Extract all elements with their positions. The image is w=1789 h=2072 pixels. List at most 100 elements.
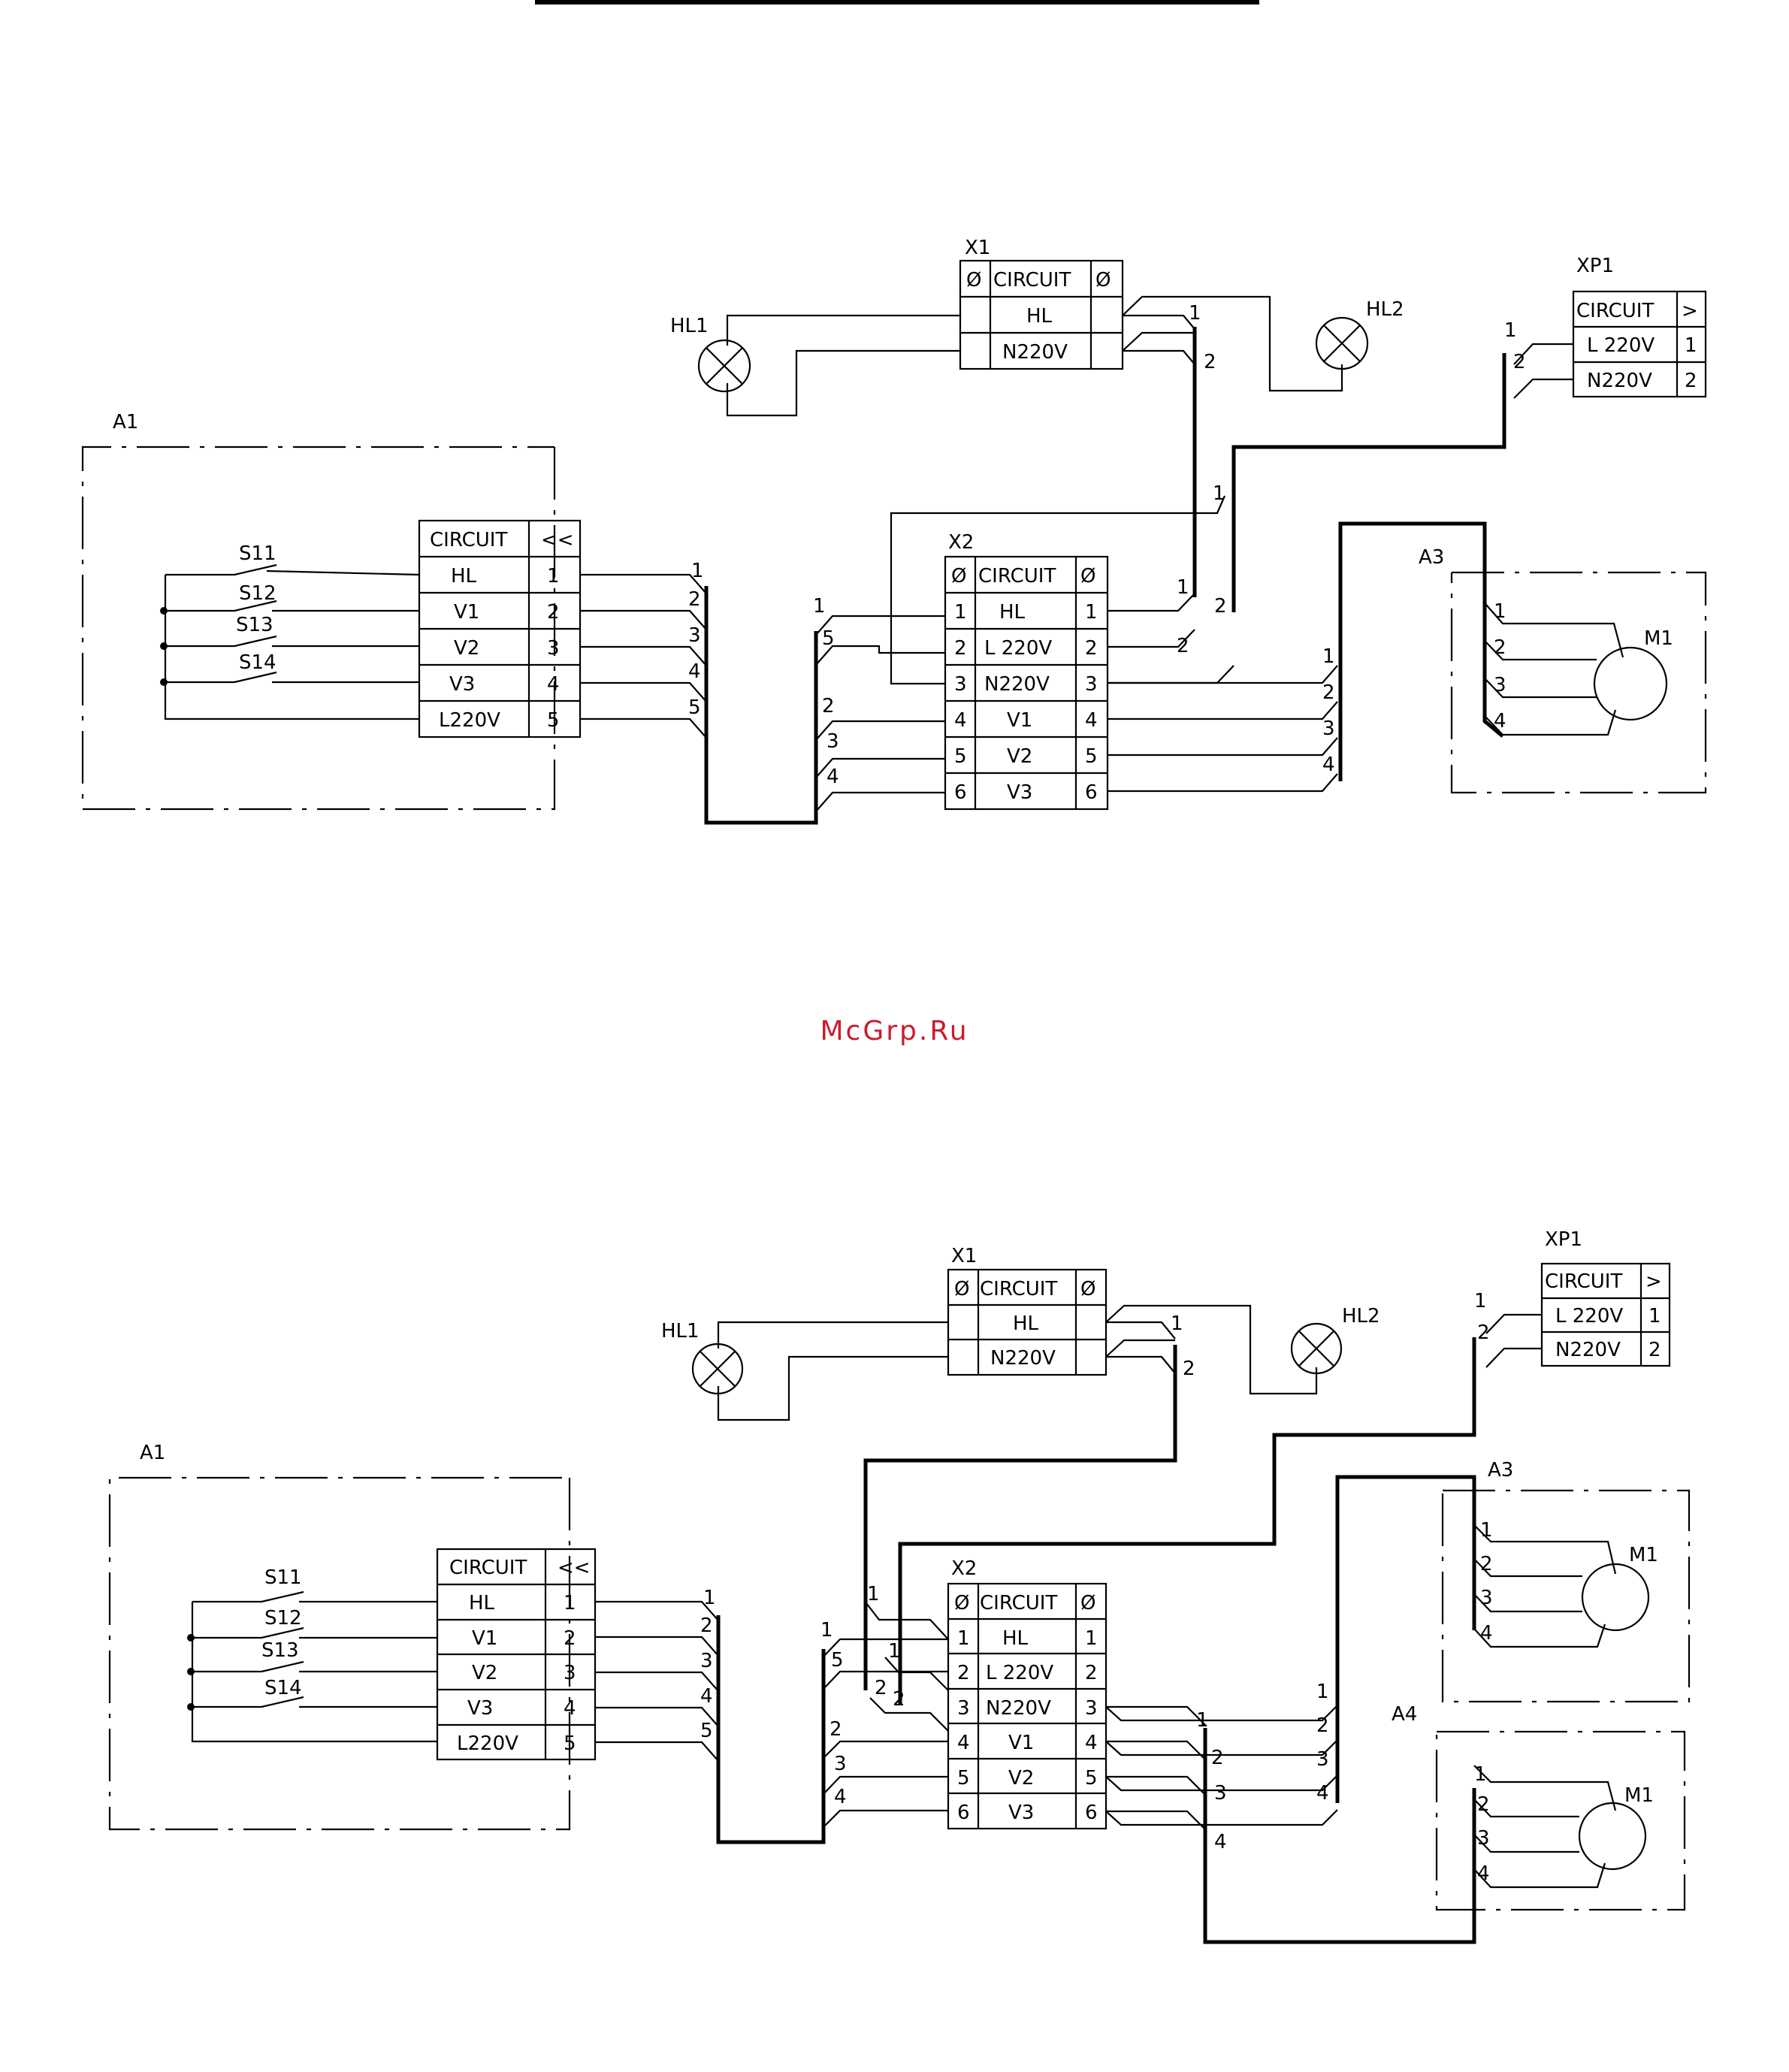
diagram-label: 3 [1494, 674, 1506, 696]
diagram-label: N220V [1555, 1339, 1621, 1361]
diagram-label: CIRCUIT [980, 1592, 1057, 1614]
wire-segment [1473, 1862, 1606, 1889]
diagram-label: 2 [1513, 351, 1526, 373]
diagram-label: M1 [1629, 1544, 1658, 1566]
diagram-label: V3 [467, 1697, 493, 1720]
wire-segment [691, 1343, 744, 1395]
diagram-label: 5 [1085, 1767, 1098, 1790]
s14-label: S14 [239, 651, 277, 674]
diagram-label: N220V [984, 673, 1050, 696]
diagram-label: 1 [1316, 1681, 1329, 1703]
diagram-label: HL [469, 1592, 495, 1614]
wire-segment [595, 1706, 719, 1727]
diagram-label: 3 [957, 1697, 970, 1720]
wire-segment [192, 1660, 437, 1673]
diagram-label: M1 [1624, 1784, 1654, 1807]
diagram-label: S11 [264, 1566, 302, 1589]
diagram-label: 5 [822, 627, 835, 650]
diagram-label: 5 [688, 696, 701, 719]
a1-row-2-name: V1 [454, 601, 479, 624]
diagram-label: V3 [1008, 1802, 1034, 1824]
a3-motor-block: A3 1 2 3 4 M1 [1419, 546, 1707, 794]
switch-group-2: S11 S12 S13 S14 [187, 1566, 437, 1743]
diagram-label: 4 [1085, 709, 1098, 732]
a1-row-4-pin: 4 [547, 673, 560, 696]
hl2-label: HL2 [1366, 298, 1404, 321]
wire-segment [595, 1741, 719, 1762]
wire-segment [1473, 1765, 1617, 1811]
diagram-label: << [558, 1557, 591, 1579]
wire-segment [1290, 1322, 1343, 1375]
wire-segment [191, 1602, 437, 1743]
a1-row-3-pin: 3 [547, 637, 560, 660]
wire-segment [1578, 1802, 1647, 1871]
diagram-label: N220V [1002, 341, 1068, 364]
m1-label: M1 [1644, 627, 1673, 650]
wire-segment [1473, 1558, 1582, 1578]
wire-segment [1105, 1739, 1338, 1756]
junction-dot [187, 1703, 195, 1711]
wire-segment [717, 1321, 948, 1349]
diagram-label: Ø [954, 1592, 969, 1614]
diagram-label: V2 [472, 1662, 497, 1684]
lamp-hl2-2: HL2 [1290, 1305, 1380, 1375]
diagram-label: CIRCUIT [449, 1557, 527, 1579]
diagram-label: 4 [688, 660, 701, 683]
x2-ground-left: Ø [951, 565, 966, 587]
diagram-label: 1 [691, 560, 704, 582]
diagram-label: 1 [1322, 645, 1335, 668]
wire-segment [1105, 1774, 1338, 1792]
x1-terminal-table: Ø CIRCUIT Ø HL N220V X1 [959, 237, 1124, 370]
bus-x2-a4-2 [1203, 1728, 1476, 1944]
diagram-label: 2 [1480, 1553, 1493, 1575]
wire-segment [192, 1696, 437, 1708]
wire-segment [1108, 773, 1338, 793]
wire-segment [1485, 604, 1624, 658]
diagram-label: N220V [1587, 370, 1652, 392]
wire-segment [1106, 1810, 1206, 1830]
diagram-label: X2 [951, 1557, 977, 1580]
x2-ground-right: Ø [1080, 565, 1095, 587]
diagram-label: XP1 [1545, 1228, 1582, 1251]
wire-segment [580, 609, 707, 630]
a1-header: CIRCUIT [430, 529, 507, 551]
wire-segment [165, 671, 419, 684]
diagram-label: 1 [888, 1640, 901, 1663]
diagram-label: 2 [822, 695, 835, 717]
diagram-label: 2 [1085, 637, 1098, 660]
diagram-label: 4 [957, 1732, 970, 1754]
wire-segment [815, 645, 945, 666]
junction-dot [160, 642, 168, 650]
diagram-label: 3 [564, 1662, 576, 1684]
wire-segment [1106, 1321, 1176, 1340]
diagram-label: 3 [834, 1753, 847, 1775]
diagram-label: 3 [827, 730, 839, 753]
diagram-label: 4 [1494, 710, 1506, 732]
diagram-label: V2 [1008, 1767, 1034, 1790]
wire-segment [165, 635, 419, 648]
x2-left-wires: 1 5 2 3 4 1 [813, 482, 1226, 812]
wire-segment [1106, 1705, 1206, 1726]
x1-terminal-table-2: Ø CIRCUIT Ø HL N220V X1 [947, 1245, 1108, 1376]
x1-header: CIRCUIT [993, 269, 1071, 291]
wire-segment [1122, 295, 1343, 392]
bus-x2-a3 [1338, 521, 1504, 781]
diagram-label: 2 [954, 637, 967, 660]
diagram-label: HL [1026, 305, 1053, 328]
a1-row-1-name: HL [451, 565, 477, 587]
wire-segment [1473, 1834, 1579, 1853]
diagram-label: 2 [1477, 1321, 1490, 1344]
wire-segment [1473, 1593, 1582, 1613]
a4-label: A4 [1392, 1703, 1417, 1726]
a1-row-2-pin: 2 [547, 601, 560, 624]
diagram-label: 6 [1085, 781, 1098, 804]
a1-terminal-table: CIRCUIT << HL 1 V1 2 V2 3 V3 4 L220V 5 [418, 519, 582, 738]
diagram-label: 1 [957, 1627, 970, 1650]
diagram-label: Ø [1095, 269, 1111, 291]
diagram-label: Ø [954, 1278, 969, 1300]
wire-segment [869, 1697, 949, 1732]
diagram-label: 3 [1085, 673, 1098, 696]
wire-segment [165, 600, 419, 612]
motor-m1 [1593, 646, 1668, 721]
